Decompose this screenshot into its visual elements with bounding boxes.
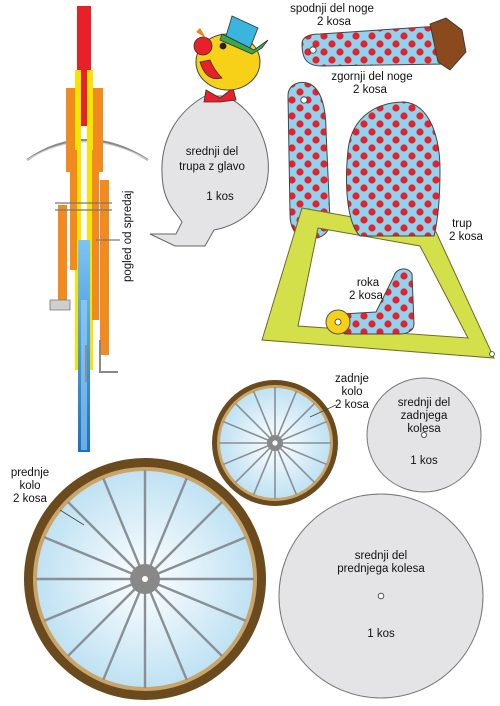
rear-wheel-label-line2: kolo [341, 386, 362, 398]
trunk-body [346, 101, 441, 237]
rear-wheel-spoke [276, 448, 298, 496]
bow-tie [203, 87, 237, 103]
rear-wheel-spoke [234, 446, 272, 484]
rear-wheel-spoke [222, 444, 270, 466]
orange-arm-left [66, 88, 76, 172]
front-hub-hole [377, 592, 385, 600]
lower-leg-part [301, 17, 467, 71]
arm-label-line2: 2 kosa [349, 290, 383, 302]
clown-nose [193, 36, 213, 56]
torso-head-count: 1 kos [206, 191, 234, 203]
pivot-hole [309, 46, 317, 54]
orange-leg-right [100, 180, 109, 355]
rear-wheel-spokes [219, 387, 331, 499]
trunk-label-line2: 2 kosa [449, 231, 483, 243]
trunk-label-line1: trup [452, 218, 472, 230]
rear-wheel-spoke [252, 390, 274, 438]
front-view-assembly [26, 6, 149, 452]
torso-head-label-line2: trupa z glavo [179, 161, 245, 173]
front-hub-label-line1: srednji del [355, 550, 407, 562]
orange-arm-right [93, 88, 103, 172]
rear-hub-hole [420, 431, 427, 438]
yellow-rod-left [75, 70, 81, 370]
trunk-part [261, 101, 495, 359]
rear-wheel-leader [309, 404, 337, 418]
rear-hub-label-line1: srednji del [398, 397, 450, 409]
front-wheel-spoke [152, 586, 223, 657]
hat-brim [219, 33, 269, 55]
rear-wheel-spoke [278, 402, 316, 440]
front-hub-count: 1 kos [367, 628, 395, 640]
front-wheel-spoke [152, 501, 223, 572]
front-wheel-label-line2: kolo [19, 480, 40, 492]
rear-wheel-spoke [234, 402, 272, 440]
front-wheel-spoke [102, 477, 142, 569]
rear-wheel-spoke [280, 444, 328, 466]
rear-wheel-axle-hole [272, 440, 278, 446]
upper-leg-label-line2: 2 kosa [353, 84, 387, 96]
front-wheel-axle-hole [142, 576, 148, 582]
front-wheel-leader [59, 509, 85, 526]
yellow-rod-right [87, 70, 93, 370]
torso-head-label-line1: srednji del [186, 146, 238, 158]
shoe [429, 17, 467, 71]
front-wheel-spoke [43, 582, 135, 622]
hair-tuft [196, 28, 206, 38]
handlebar-arc [26, 138, 149, 161]
front-wheel-spoke [155, 582, 247, 622]
front-hub-label-line2: prednjega kolesa [337, 563, 425, 575]
torso-with-head [149, 15, 269, 247]
front-wheel-spoke [67, 586, 138, 657]
rear-wheel-spoke [222, 420, 270, 442]
rear-hub-label-line3: kolesa [407, 423, 441, 435]
lower-leg-shape [301, 25, 447, 67]
front-view-label: pogled od spredaj [122, 191, 134, 282]
torso-body [149, 95, 269, 247]
arm-part [325, 268, 415, 335]
arm-label-line1: roka [357, 277, 380, 289]
front-wheel-spoke [148, 589, 188, 681]
front-wheel-label-line3: 2 kosa [13, 493, 47, 505]
rear-hub-label-line2: zadnjega [401, 410, 448, 422]
clown-mouth [199, 59, 223, 80]
front-wheel-label-line1: prednje [11, 467, 49, 479]
front-wheel-spoke [67, 501, 138, 572]
pedal-left [49, 299, 71, 311]
front-wheel-part [24, 458, 266, 700]
rear-wheel-spoke [276, 390, 298, 438]
frame-hole [489, 351, 495, 357]
rear-wheel-label-line1: zadnje [335, 373, 369, 385]
crank-right [99, 340, 118, 373]
rear-wheel-spoke [278, 446, 316, 484]
front-wheel-spoke [102, 589, 142, 681]
front-wheel-spokes [36, 470, 254, 688]
lower-leg-label-line1: spodnji del noge [290, 3, 374, 15]
rear-hub-count: 1 kos [410, 455, 438, 467]
orange-inner-right [92, 150, 99, 320]
front-wheel-spoke [148, 477, 188, 569]
rear-wheel-label-line3: 2 kosa [335, 399, 369, 411]
pivot-hole [300, 96, 308, 104]
wheel-stack-highlight [81, 300, 87, 450]
upper-leg-label-line1: zgornji del noge [331, 71, 412, 83]
rear-wheel-spoke [252, 448, 274, 496]
lower-leg-label-line2: 2 kosa [317, 16, 351, 28]
rear-wheel-spoke [280, 420, 328, 442]
handlebar-highlight [26, 141, 149, 161]
front-wheel-spoke [155, 536, 247, 576]
hand-hole [334, 318, 342, 326]
clown-eye [219, 42, 227, 50]
rear-wheel-part [212, 380, 338, 506]
front-wheel-spoke [43, 536, 135, 576]
orange-leg-left [58, 205, 67, 310]
